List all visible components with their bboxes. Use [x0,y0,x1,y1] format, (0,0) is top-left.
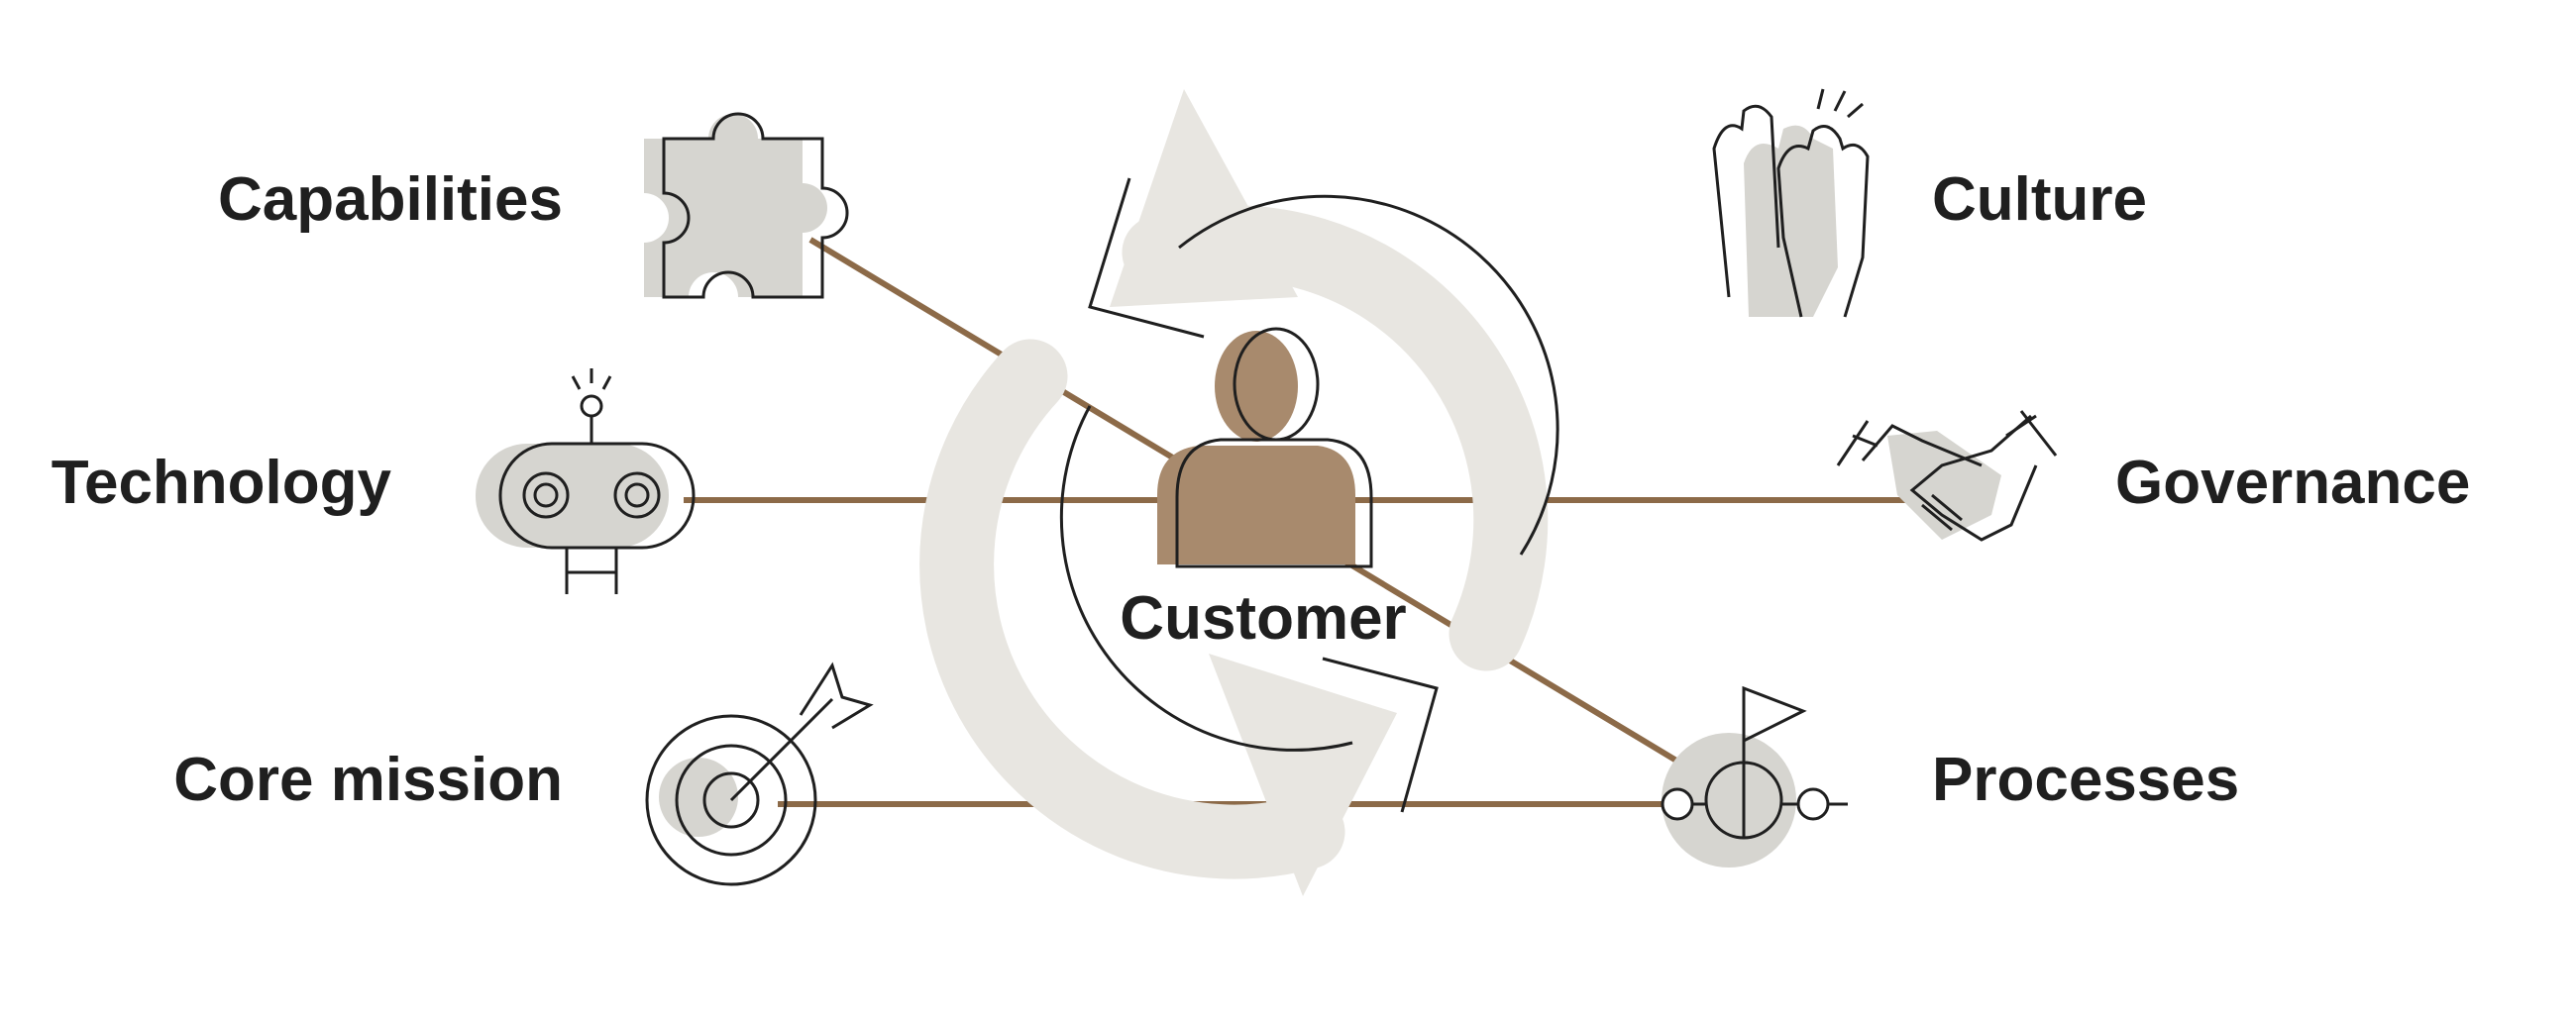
robot-icon [476,368,696,594]
node-label-technology: Technology [52,449,392,517]
node-label-governance: Governance [2115,449,2470,517]
process-flag-icon [1661,685,1848,868]
circular-arrows-icon [919,89,1559,896]
high-five-hands-icon [1712,88,1870,318]
person-icon [1157,327,1373,568]
handshake-icon [1836,410,2058,542]
center-label: Customer [1120,584,1406,653]
node-label-processes: Processes [1932,746,2239,814]
node-label-core-mission: Core mission [173,746,563,814]
node-label-culture: Culture [1932,165,2147,234]
target-arrow-icon [645,662,874,886]
node-label-capabilities: Capabilities [218,165,563,234]
puzzle-piece-icon [644,112,849,299]
